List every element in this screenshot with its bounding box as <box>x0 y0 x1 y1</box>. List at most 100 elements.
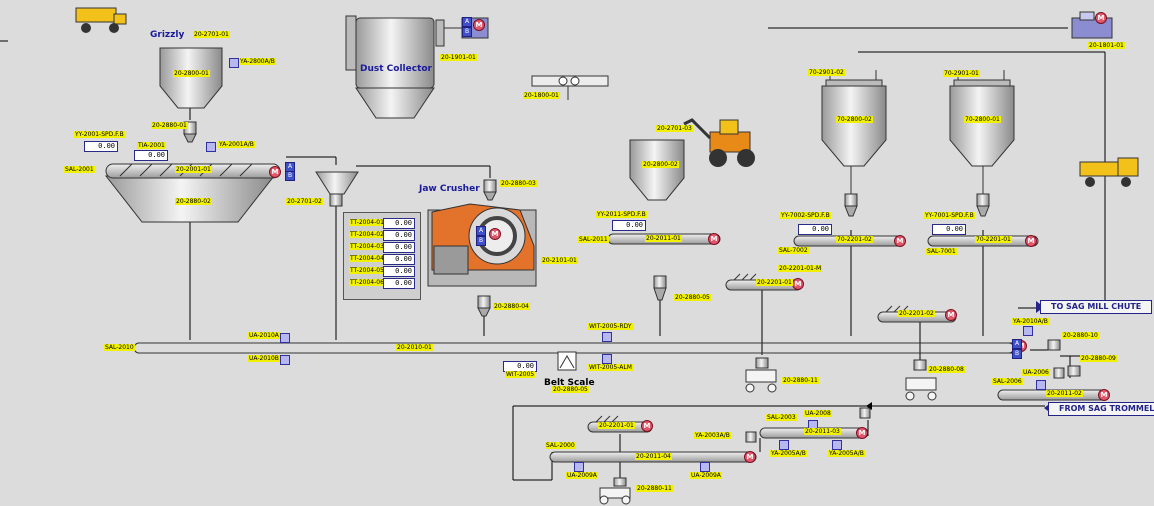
tag: WIT-2005-RDY <box>588 323 633 330</box>
tag: SAL-2001 <box>64 166 95 173</box>
tag: 70-2901-02 <box>808 69 845 76</box>
tag: UA-2008 <box>804 410 832 417</box>
status-ya2010[interactable] <box>1023 326 1033 336</box>
tag: 20-2880-02 <box>175 198 212 205</box>
motor-icon-2201-02[interactable]: M <box>945 309 957 321</box>
tag: 20-2880-05 <box>674 294 711 301</box>
motor-icon-1801[interactable]: M <box>1095 12 1107 24</box>
tag: 20-2880-10 <box>1062 332 1099 339</box>
tt-value: 0.00 <box>383 266 415 277</box>
tag: UA-2010B <box>248 355 280 362</box>
status-wit2005rdy[interactable] <box>602 332 612 342</box>
tag: 20-2201-01 <box>598 422 635 429</box>
grizzly-hopper <box>159 47 223 143</box>
tag: 70-2800-01 <box>964 116 1001 123</box>
drive-unit-icon <box>1071 11 1113 39</box>
tt-label: TT-2004-06 <box>349 279 385 286</box>
status-ua2006[interactable] <box>1036 380 1046 390</box>
tag: 20-2011-02 <box>1046 390 1083 397</box>
tt-label: TT-2004-04 <box>349 255 385 262</box>
tt-label: TT-2004-05 <box>349 267 385 274</box>
tag: 20-2011-01 <box>645 235 682 242</box>
status-ya2001[interactable] <box>206 142 216 152</box>
motor-icon-2011-02[interactable]: M <box>1098 389 1110 401</box>
tag: SAL-2006 <box>992 378 1023 385</box>
to-sag-mill-chute-button[interactable]: TO SAG MILL CHUTE <box>1040 300 1153 314</box>
tag: YY-7001-SPD.F.B <box>924 212 975 219</box>
tt-label: TT-2004-01 <box>349 219 385 226</box>
selector-a-2010[interactable]: A <box>1012 339 1022 349</box>
tag: 20-2880-09 <box>1080 355 1117 362</box>
motor-icon-2011-04[interactable]: M <box>744 451 756 463</box>
motor-icon-2011-03[interactable]: M <box>856 427 868 439</box>
tag: YA-2005A/B <box>828 450 865 457</box>
motor-icon-2101[interactable]: M <box>489 228 501 240</box>
tag: 20-2101-01 <box>541 257 578 264</box>
tag: YY-7002-SPD.F.B <box>780 212 831 219</box>
tag: YY-2001-SPD.F.B <box>74 131 125 138</box>
status-ua2010b[interactable] <box>280 355 290 365</box>
selector-b-2010[interactable]: B <box>1012 349 1022 359</box>
tt-label: TT-2004-02 <box>349 231 385 238</box>
yy7001-value: 0.00 <box>932 224 966 235</box>
belt-scale-title: Belt Scale <box>544 378 595 388</box>
tag: UA-2009A <box>690 472 722 479</box>
tag: 20-2010-01 <box>396 344 433 351</box>
tag: SAL-7002 <box>778 247 809 254</box>
motor-icon-2201-01b[interactable]: M <box>641 420 653 432</box>
tag: 20-2701-02 <box>286 198 323 205</box>
tag: YA-2001A/B <box>218 141 255 148</box>
selector-b-2001[interactable]: B <box>285 171 295 181</box>
haul-truck-icon <box>1079 157 1139 187</box>
selector-a-2101[interactable]: A <box>476 226 486 236</box>
tag: 20-2701-03 <box>656 125 693 132</box>
motor-icon-2011-01[interactable]: M <box>708 233 720 245</box>
tag: SAL-2003 <box>766 414 797 421</box>
tag: 20-2880-03 <box>500 180 537 187</box>
status-ua2010a[interactable] <box>280 333 290 343</box>
motor-icon-2001[interactable]: M <box>269 166 281 178</box>
motor-icon-2201-01[interactable]: M <box>792 278 804 290</box>
tt-value: 0.00 <box>383 218 415 229</box>
motor-icon-7201-01[interactable]: M <box>1025 235 1037 247</box>
tt-value: 0.00 <box>383 254 415 265</box>
status-ua2009b[interactable] <box>700 462 710 472</box>
tag: YA-2003A/B <box>694 432 731 439</box>
dust-collector-title: Dust Collector <box>360 64 432 74</box>
tag: TIA-2001 <box>137 142 166 149</box>
tag: 20-2800-02 <box>642 161 679 168</box>
tag: 20-2880-11 <box>782 377 819 384</box>
tag: WIT-2005 <box>505 371 536 378</box>
tag: 20-1801-01 <box>1088 42 1125 49</box>
status-ya2800[interactable] <box>229 58 239 68</box>
dust-collector <box>345 15 489 119</box>
tag: 20-2011-03 <box>804 428 841 435</box>
motor-icon-7201-02[interactable]: M <box>894 235 906 247</box>
tag: 20-1901-01 <box>440 54 477 61</box>
status-ya2005[interactable] <box>832 440 842 450</box>
status-ua2009a[interactable] <box>574 462 584 472</box>
tt-label: TT-2004-03 <box>349 243 385 250</box>
tag: 20-2201-02 <box>898 310 935 317</box>
tag: 20-2201-01-M <box>778 265 823 272</box>
selector-a-1901[interactable]: A <box>462 17 472 27</box>
tag: 20-2880-11 <box>636 485 673 492</box>
tt-value: 0.00 <box>383 230 415 241</box>
tag: 20-2201-01 <box>756 279 793 286</box>
tag: 20-2880-05 <box>552 386 589 393</box>
tag: UA-2006 <box>1022 369 1050 376</box>
yy2001-value: 0.00 <box>84 141 118 152</box>
tag: YA-2010A/B <box>1012 318 1049 325</box>
selector-b-2101[interactable]: B <box>476 236 486 246</box>
status-ya2003[interactable] <box>779 440 789 450</box>
tag: YY-2011-SPD.F.B <box>596 211 647 218</box>
tag: SAL-2010 <box>104 344 135 351</box>
motor-icon-1901[interactable]: M <box>473 19 485 31</box>
tt-value: 0.00 <box>383 242 415 253</box>
from-sag-trommel-button[interactable]: FROM SAG TROMMEL <box>1048 402 1154 416</box>
status-wit2005alm[interactable] <box>602 354 612 364</box>
tag: 20-2800-01 <box>173 70 210 77</box>
tag: 70-2800-02 <box>836 116 873 123</box>
loader-icon <box>683 118 755 167</box>
selector-b-1901[interactable]: B <box>462 27 472 37</box>
